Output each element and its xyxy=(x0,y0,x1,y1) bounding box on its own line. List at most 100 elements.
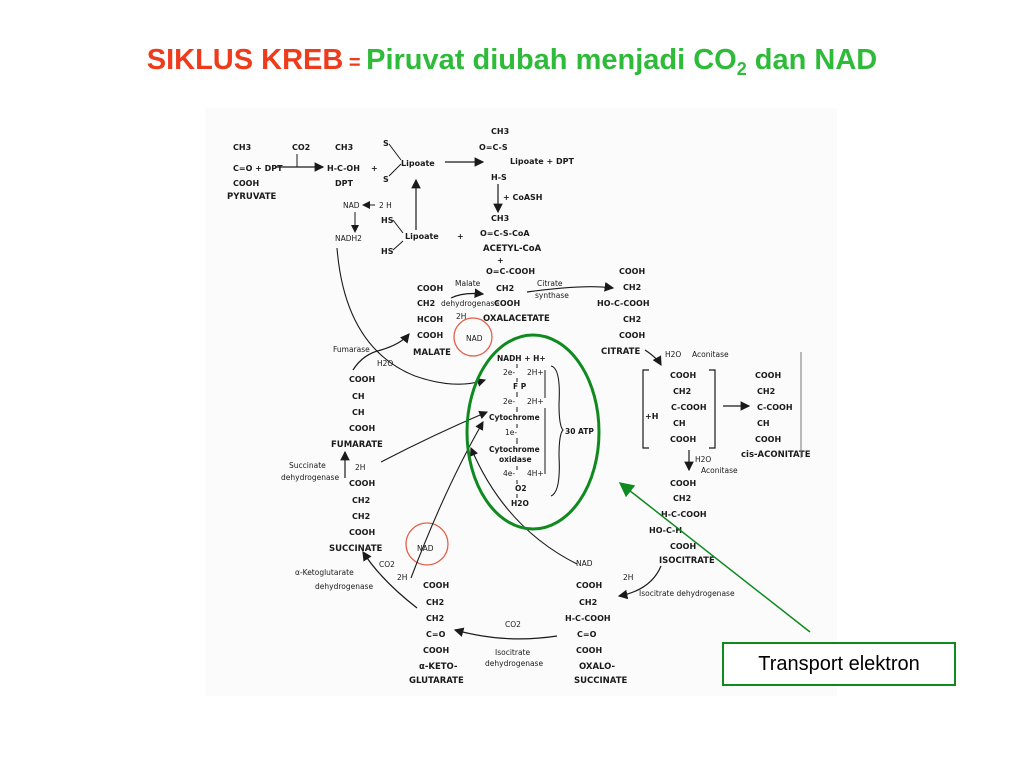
etc-4h: 4H+ xyxy=(527,469,544,478)
transport-elektron-label: Transport elektron xyxy=(722,642,956,686)
krebs-cycle-svg: CH3 C=O + DPT COOH PYRUVATE CO2 CH3 H-C-… xyxy=(227,127,811,686)
lipoate2-hs1: HS xyxy=(381,216,394,225)
acetyl-lip-ocs: O=C-S xyxy=(479,143,508,152)
title-part1: SIKLUS KREB xyxy=(146,44,344,76)
akg-ch2b: CH2 xyxy=(426,614,444,623)
arrow-isocitrate-2h-to-etc xyxy=(469,446,578,565)
oxalosuccinate-structure: COOH CH2 H-C-COOH C=O COOH OXALO- SUCCIN… xyxy=(485,581,627,686)
lipoate2-ring xyxy=(392,219,404,251)
hydroxy-ch3: CH3 xyxy=(335,143,353,152)
etc-atp-brace xyxy=(550,365,564,497)
oxalo-ch2: CH2 xyxy=(496,284,514,293)
acetyl-coa-structure: CH3 O=C-S-CoA ACETYL-CoA + xyxy=(480,214,542,265)
citrate-ch2b: CH2 xyxy=(623,315,641,324)
akg-2h: 2H xyxy=(397,573,407,582)
isocitrate-structure: H2O Aconitase COOH CH2 H-C-COOH HO-C-H C… xyxy=(649,455,738,566)
isocit-ch2: CH2 xyxy=(673,494,691,503)
oxsucc-ch2: CH2 xyxy=(579,598,597,607)
fum-cooh1: COOH xyxy=(349,375,375,384)
lipoate-reduced: HS HS Lipoate + xyxy=(381,216,464,256)
hydroxyethyl-dpt-structure: CH3 H-C-OH + DPT xyxy=(327,143,378,188)
intermediate-ch2: CH2 xyxy=(673,387,691,396)
etc-2e-b: 2e- xyxy=(503,397,515,406)
succ-ch2a: CH2 xyxy=(352,496,370,505)
succinate-structure: COOH CH2 CH2 COOH SUCCINATE Succinate de… xyxy=(281,461,382,554)
akg-enzyme2: dehydrogenase xyxy=(315,582,373,591)
isocit-dehydrogenase: Isocitrate dehydrogenase xyxy=(639,589,735,598)
arrow-citrate-aconitase xyxy=(644,349,662,367)
isocit-nad: NAD xyxy=(576,559,593,568)
citrate-h2o: H2O xyxy=(665,350,681,359)
succ-enzyme2: dehydrogenase xyxy=(281,473,339,482)
pyruvate-ch3: CH3 xyxy=(233,143,251,152)
lipoate2-plus: + xyxy=(457,232,464,241)
etc-h2o: H2O xyxy=(511,499,529,508)
transport-elektron-text: Transport elektron xyxy=(758,652,920,675)
oxsucc-cooh2: COOH xyxy=(576,646,602,655)
lipoate2-hs2: HS xyxy=(381,247,394,256)
isocit-hc: H-C-COOH xyxy=(661,510,707,519)
akg-cooh1: COOH xyxy=(423,581,449,590)
citrate-aconitase: Aconitase xyxy=(692,350,729,359)
pyruvate-structure: CH3 C=O + DPT COOH PYRUVATE xyxy=(227,143,283,202)
etc-2h-a: 2H+ xyxy=(527,368,544,377)
lipoate1-s1: S xyxy=(383,139,389,148)
oxalo-name: OXALACETATE xyxy=(483,314,550,324)
arrow-fumarate-to-malate xyxy=(352,333,410,371)
etc-cytochrome-oxidase-2: oxidase xyxy=(499,455,532,464)
cisacon-name: cis-ACONITATE xyxy=(741,450,811,460)
oxsucc-enzyme2: dehydrogenase xyxy=(485,659,543,668)
isocit-aconitase: Aconitase xyxy=(701,466,738,475)
succ-cooh2: COOH xyxy=(349,528,375,537)
oxsucc-cooh1: COOH xyxy=(576,581,602,590)
etc-highlight-ellipse xyxy=(465,333,601,531)
intermediate-plush: +H xyxy=(645,412,658,421)
intermediate-c: C-COOH xyxy=(671,403,707,412)
etc-nadh: NADH + H+ xyxy=(497,354,546,363)
electron-transport-chain: NADH + H+ 2e- 2H+ F P 2e- 2H+ Cytochrome… xyxy=(489,354,594,508)
fum-enzyme: Fumarase xyxy=(333,345,370,354)
arrow-isocitrate-to-oxalosuccinate xyxy=(617,565,662,600)
acetylcoa-name: ACETYL-CoA xyxy=(483,244,542,254)
malate-hcoh: HCOH xyxy=(417,315,443,324)
succ-cooh1: COOH xyxy=(349,479,375,488)
succ-ch2b: CH2 xyxy=(352,512,370,521)
etc-o2: O2 xyxy=(515,484,527,493)
ketoglutarate-structure: COOH CH2 CH2 C=O COOH α-KETO- GLUTARATE … xyxy=(295,544,464,686)
etc-4e: 4e- xyxy=(503,469,515,478)
aconitate-intermediate: COOH CH2 C-COOH +H CH COOH xyxy=(642,369,716,449)
hydroxy-dpt: DPT xyxy=(335,179,354,188)
nad-circle-malate xyxy=(453,317,493,357)
fum-ch1: CH xyxy=(352,392,365,401)
malate-ch2: CH2 xyxy=(417,299,435,308)
citrate-name: CITRATE xyxy=(601,347,640,357)
citrate-cooh1: COOH xyxy=(619,267,645,276)
title-subscript: 2 xyxy=(736,59,747,79)
bracket-left xyxy=(642,369,649,449)
isocit-hoch: HO-C-H xyxy=(649,526,682,535)
malate-cooh2: COOH xyxy=(417,331,443,340)
oxsucc-name1: OXALO- xyxy=(579,662,616,672)
arrow-nadh2-to-etc xyxy=(336,247,487,387)
nad-lip-2h: 2 H xyxy=(379,201,392,210)
citrate-synthase-l1: Citrate xyxy=(537,279,563,288)
citrate-hoc: HO-C-COOH xyxy=(597,299,650,308)
etc-2e-a: 2e- xyxy=(503,368,515,377)
oxalo-cooh: COOH xyxy=(494,299,520,308)
nad-circle-ketoglutarate xyxy=(405,522,449,566)
acetylcoa-ch3: CH3 xyxy=(491,214,509,223)
lipoate1-label: Lipoate xyxy=(401,159,435,168)
intermediate-cooh1: COOH xyxy=(670,371,696,380)
malate-enzyme2: dehydrogenase xyxy=(441,299,499,308)
oxaloacetate-structure: O=C-COOH CH2 COOH OXALACETATE xyxy=(483,267,550,324)
citrate-synthase-l2: synthase xyxy=(535,291,569,300)
bracket-right xyxy=(709,369,716,449)
etc-cytochrome-oxidase-1: Cytochrome xyxy=(489,445,540,454)
malate-cooh1: COOH xyxy=(417,284,443,293)
akg-name1: α-KETO- xyxy=(419,662,458,672)
hydroxy-plus: + xyxy=(371,164,378,173)
lipoate2-label: Lipoate xyxy=(405,232,439,241)
cisacon-c: C-COOH xyxy=(757,403,793,412)
arrow-succinate-2h-to-etc xyxy=(380,410,489,463)
lipoate1-s2: S xyxy=(383,175,389,184)
